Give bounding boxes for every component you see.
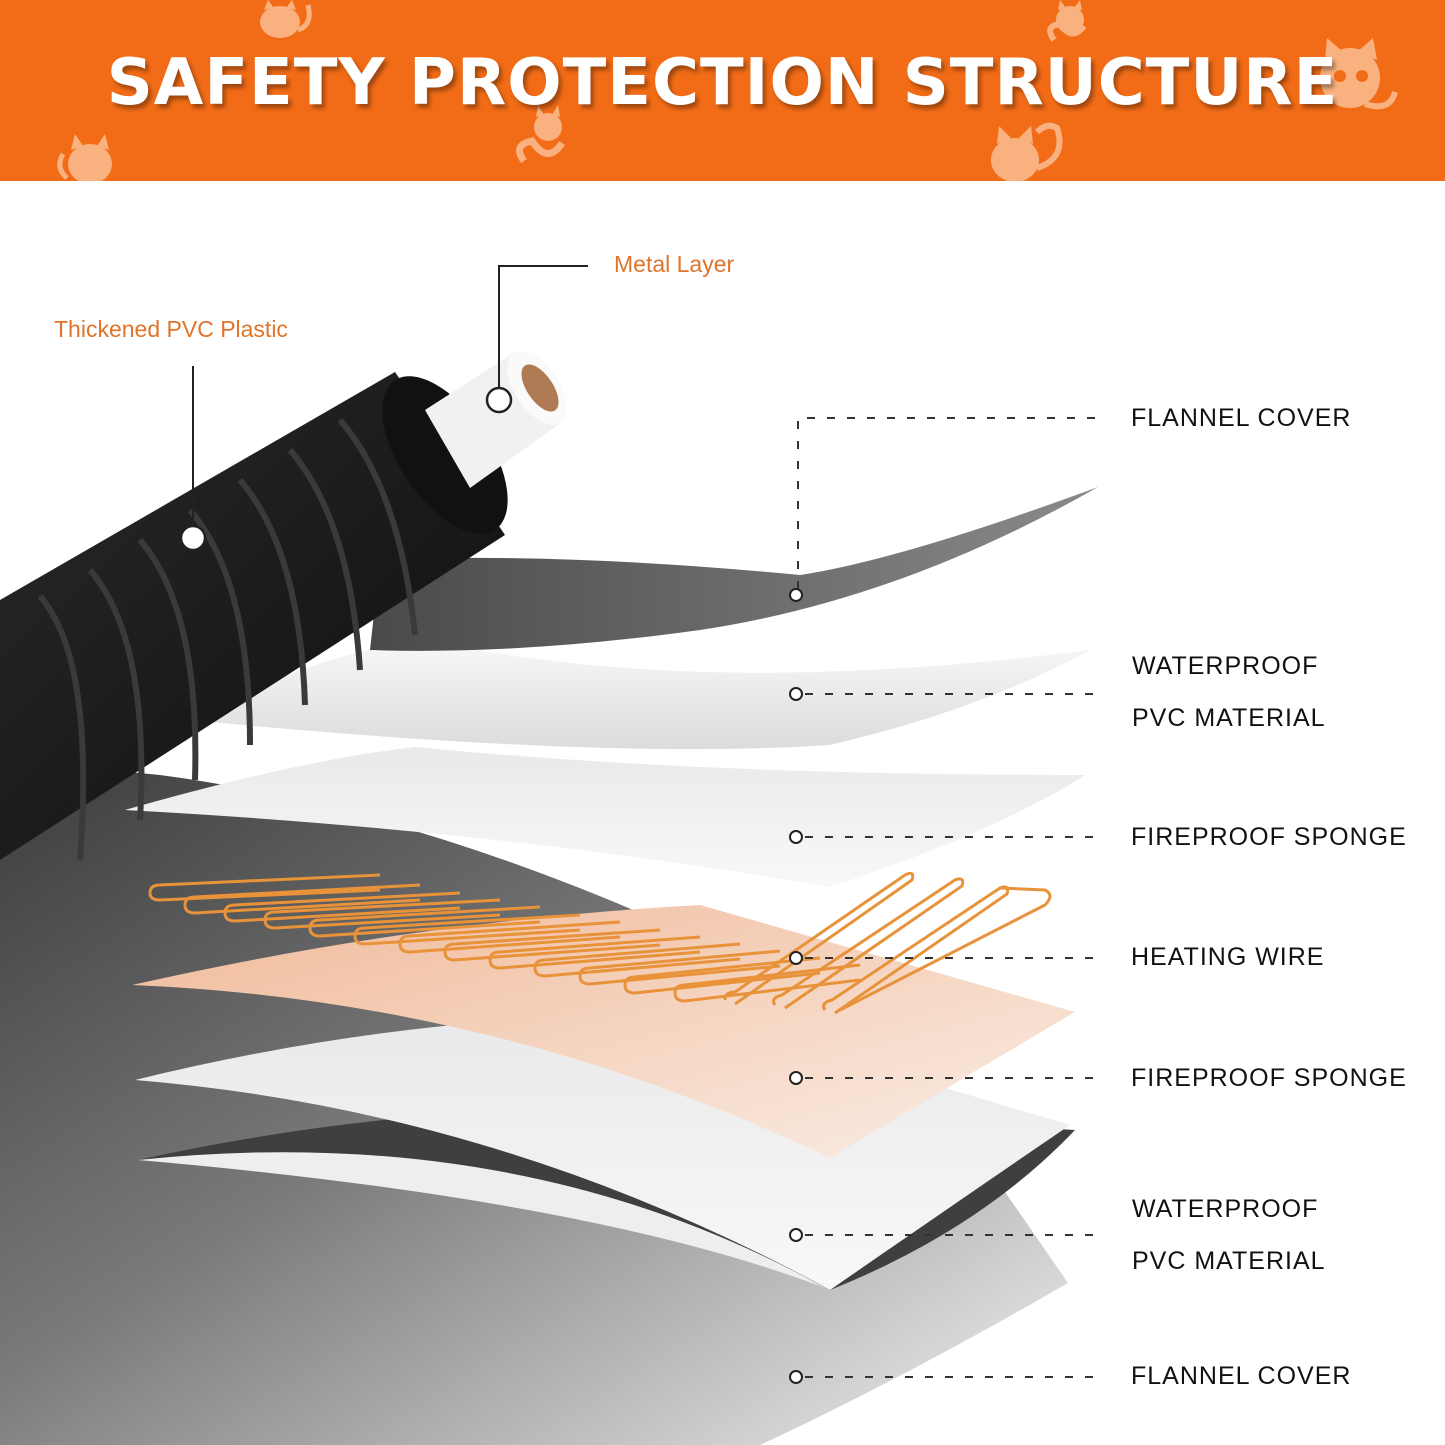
cat-icon xyxy=(260,0,312,38)
cable-tube xyxy=(0,372,508,861)
cat-icon xyxy=(516,105,565,164)
callout-lines xyxy=(192,265,588,528)
layer-label-sponge-upper: FIREPROOF SPONGE xyxy=(1131,823,1407,851)
layer-label-flannel-bottom: FLANNEL COVER xyxy=(1131,1362,1352,1390)
layer-illustration xyxy=(0,265,1105,1445)
leader-markers xyxy=(789,588,803,1384)
layer-label-heating-wire: HEATING WIRE xyxy=(1131,943,1325,971)
thickened-pvc-label: Thickened PVC Plastic xyxy=(54,316,288,342)
cat-icon xyxy=(1320,38,1398,110)
callout-marker-pvc xyxy=(179,524,207,552)
cat-icon xyxy=(991,122,1063,181)
heating-wire xyxy=(148,871,1052,1015)
fireproof-sponge-upper xyxy=(125,747,1085,887)
cat-icon xyxy=(1047,0,1087,42)
callout-marker-metal xyxy=(485,386,513,414)
header-banner: SAFETY PROTECTION STRUCTURE xyxy=(0,0,1445,181)
metal-layer-label: Metal Layer xyxy=(614,251,735,277)
layer-label-flannel-top: FLANNEL COVER xyxy=(1131,404,1352,432)
pvc-layer-top xyxy=(190,640,1090,750)
cable-core xyxy=(425,351,567,488)
layer-label-sponge-lower: FIREPROOF SPONGE xyxy=(1131,1064,1407,1092)
page-title: SAFETY PROTECTION STRUCTURE xyxy=(106,46,1339,120)
flannel-cover-top xyxy=(370,487,1098,651)
cat-icon xyxy=(57,134,112,181)
layer-diagram: Metal Layer Thickened PVC Plastic FLANNE… xyxy=(0,181,1445,1445)
